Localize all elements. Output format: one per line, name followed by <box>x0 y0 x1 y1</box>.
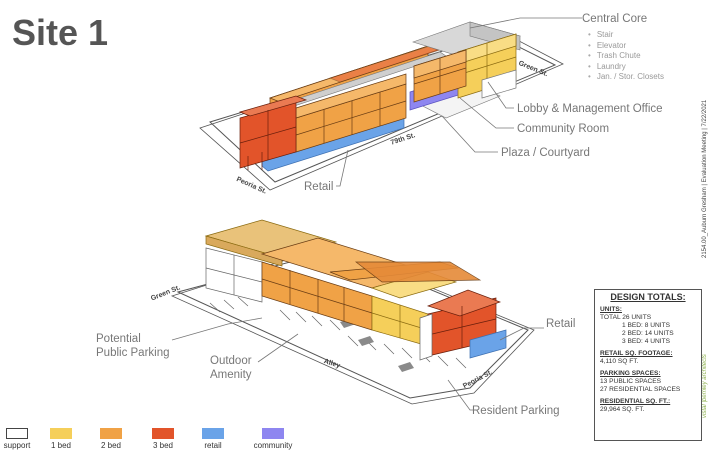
callout-line: Public Parking <box>96 347 170 359</box>
top-central-core <box>281 21 521 109</box>
callout-community-room: Community Room <box>517 123 610 135</box>
project-meta-text: 2154.00_Auburn Gresham | Evaluation Meet… <box>702 99 708 258</box>
legend-swatch <box>262 428 284 439</box>
legend-label: 3 bed <box>152 441 174 450</box>
legend-swatch <box>202 428 224 439</box>
brand-text: vistal |bernley architects <box>702 354 708 418</box>
core-item: Jan. / Stor. Closets <box>588 72 664 83</box>
page-title: Site 1 <box>12 12 109 53</box>
totals-parking-residential: 27 RESIDENTIAL SPACES <box>600 386 681 393</box>
totals-retail-heading: RETAIL SQ. FOOTAGE: <box>600 350 673 357</box>
legend-label: 2 bed <box>100 441 122 450</box>
callout-line: Amenity <box>210 369 252 381</box>
legend-item-community: community <box>248 428 298 450</box>
design-totals-box: DESIGN TOTALS: UNITS: TOTAL 26 UNITS 1 B… <box>594 289 702 441</box>
legend-item-3bed: 3 bed <box>148 428 178 450</box>
bottom-support-pillar <box>419 313 433 361</box>
totals-residential-value: 29,964 SQ. FT. <box>600 406 645 413</box>
callout-retail-bottom: Retail <box>546 318 576 330</box>
bottom-retail <box>469 329 507 359</box>
callout-line: Potential <box>96 333 141 345</box>
totals-units-2bed: 2 BED: 14 UNITS <box>622 330 674 337</box>
totals-units-total: TOTAL 26 UNITS <box>600 314 652 321</box>
callout-lobby: Lobby & Management Office <box>517 103 663 115</box>
totals-units-3bed: 3 BED: 4 UNITS <box>622 338 671 345</box>
legend-label: 1 bed <box>50 441 72 450</box>
top-front-units <box>295 73 407 153</box>
core-item: Trash Chute <box>588 51 664 62</box>
totals-parking-heading: PARKING SPACES: <box>600 370 661 377</box>
legend-item-retail: retail <box>198 428 228 450</box>
callout-central-core: Central Core <box>582 13 648 25</box>
legend-swatch <box>6 428 28 439</box>
legend-swatch <box>152 428 174 439</box>
legend-swatch <box>100 428 122 439</box>
parking-stripes <box>209 296 467 369</box>
top-east-orange <box>413 49 467 103</box>
core-item: Stair <box>588 30 664 41</box>
legend-swatch <box>50 428 72 439</box>
top-leader-lines <box>336 17 582 187</box>
callout-resident-parking: Resident Parking <box>472 405 560 417</box>
totals-heading: DESIGN TOTALS: <box>610 292 686 302</box>
core-item: Laundry <box>588 62 664 73</box>
legend-item-support: support <box>2 428 32 450</box>
legend-item-2bed: 2 bed <box>96 428 126 450</box>
totals-units-1bed: 1 BED: 8 UNITS <box>622 322 671 329</box>
callout-retail-top: Retail <box>304 181 334 193</box>
bottom-back-row <box>329 261 482 283</box>
callout-potential-parking: Potential Public Parking <box>96 332 170 360</box>
legend-label: community <box>253 441 293 450</box>
legend: support 1 bed 2 bed 3 bed retail communi… <box>0 428 709 453</box>
legend-label: retail <box>204 441 222 450</box>
legend-label: support <box>3 441 31 450</box>
totals-retail-value: 4,110 SQ FT. <box>600 358 639 365</box>
totals-parking-public: 13 PUBLIC SPACES <box>600 378 662 385</box>
bottom-leader-lines <box>171 317 544 411</box>
top-east-block <box>457 33 517 99</box>
callout-outdoor-amenity: Outdoor Amenity <box>210 354 252 382</box>
legend-item-1bed: 1 bed <box>46 428 76 450</box>
totals-units-heading: UNITS: <box>600 306 622 313</box>
bottom-support-block <box>205 247 263 303</box>
totals-residential-heading: RESIDENTIAL SQ. FT.: <box>600 398 671 405</box>
callout-plaza: Plaza / Courtyard <box>501 147 590 159</box>
callout-line: Outdoor <box>210 355 252 367</box>
core-list: Stair Elevator Trash Chute Laundry Jan. … <box>588 30 664 83</box>
top-three-bed-corner <box>238 95 308 170</box>
core-item: Elevator <box>588 41 664 52</box>
